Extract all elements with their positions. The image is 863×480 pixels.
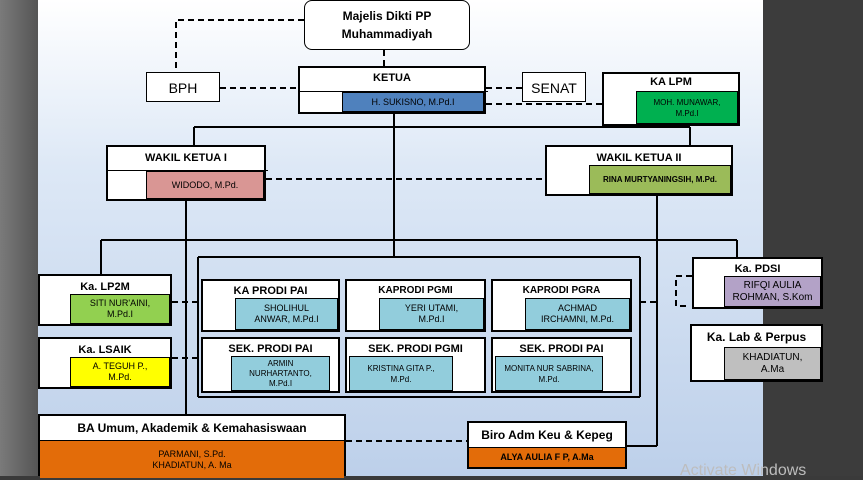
ka-lpm-title: KA LPM [650, 76, 692, 88]
sek-prodi-pai-name1: ARMIN [267, 358, 294, 368]
bph-box: BPH [146, 72, 220, 102]
pdsi-name1: RIFQI AULIA [743, 279, 802, 291]
ba-umum-box: BA Umum, Akademik & Kemahasiswaan PARMAN… [38, 414, 346, 478]
wakil-1-name: WIDODO, M.Pd. [146, 171, 264, 199]
kaprodi-pgra-name1: ACHMAD [557, 303, 597, 313]
ka-prodi-pai-name: SHOLIHUL ANWAR, M.Pd.I [235, 298, 338, 330]
sek-prodi-pai-2-box: SEK. PRODI PAI MONITA NUR SABRINA, M.Pd. [491, 337, 632, 393]
lsaik-box: Ka. LSAIK A. TEGUH P., M.Pd. [38, 337, 172, 389]
lsaik-name: A. TEGUH P., M.Pd. [70, 357, 170, 387]
majelis-box: Majelis Dikti PP Muhammadiyah [304, 0, 470, 50]
ba-umum-name2: KHADIATUN, A. Ma [152, 459, 232, 470]
ka-lpm-name1: MOH. MUNAWAR, [653, 97, 721, 107]
lab-perpus-box: Ka. Lab & Perpus KHADIATUN, A.Ma [690, 324, 823, 382]
wakil-2-name: RINA MURTYANINGSIH, M.Pd. [589, 165, 731, 194]
majelis-bph-dash [175, 19, 304, 72]
lab-perpus-name2: A.Ma [760, 363, 785, 375]
ka-prodi-pai-name1: SHOLIHUL [263, 303, 309, 313]
sek-prodi-pai-title: SEK. PRODI PAI [228, 343, 313, 355]
wakil-1-divider [108, 170, 268, 171]
wakil-2-name-text: RINA MURTYANINGSIH, M.Pd. [602, 175, 718, 184]
sek-prodi-pgmi-box: SEK. PRODI PGMI KRISTINA GITA P., M.Pd. [345, 337, 486, 393]
pdsi-box: Ka. PDSI RIFQI AULIA ROHMAN, S.Kom [692, 257, 823, 309]
sek-prodi-pgmi-name2: M.Pd. [390, 374, 412, 384]
sek-prodi-pai-name3: M.Pd.I [268, 378, 293, 388]
sek-prodi-pgmi-title: SEK. PRODI PGMI [368, 343, 463, 355]
ka-lpm-name: MOH. MUNAWAR, M.Pd.I [636, 91, 738, 124]
lsaik-title: Ka. LSAIK [78, 344, 132, 356]
ketua-name: H. SUKISNO, M.Pd.I [342, 92, 484, 112]
ba-umum-name: PARMANI, S.Pd. KHADIATUN, A. Ma [40, 440, 344, 478]
kaprodi-pgra-title: KAPRODI PGRA [522, 285, 601, 296]
kaprodi-pgmi-name: YERI UTAMI, M.Pd.I [379, 298, 484, 330]
senat-box: SENAT [522, 72, 586, 102]
lab-perpus-title: Ka. Lab & Perpus [706, 330, 807, 344]
ka-prodi-pai-name2: ANWAR, M.Pd.I [254, 314, 319, 324]
wakil-1-title: WAKIL KETUA I [145, 152, 227, 164]
majelis-line2: Muhammadiyah [341, 27, 433, 41]
sek-prodi-pai-name2: NURHARTANTO, [249, 368, 312, 378]
activate-windows-watermark: Activate Windows [680, 462, 807, 479]
lsaik-name2: M.Pd. [108, 372, 132, 382]
sek-prodi-pai-2-name: MONITA NUR SABRINA, M.Pd. [495, 356, 603, 391]
ka-lpm-box: KA LPM MOH. MUNAWAR, M.Pd.I [602, 72, 740, 126]
lsaik-name1: A. TEGUH P., [92, 361, 148, 371]
ka-prodi-pai-box: KA PRODI PAI SHOLIHUL ANWAR, M.Pd.I [201, 279, 340, 332]
sek-prodi-pai-2-name2: M.Pd. [538, 374, 560, 384]
biro-name: ALYA AULIA F P, A.Ma [469, 447, 625, 467]
kaprodi-pgmi-name1: YERI UTAMI, [404, 303, 459, 313]
ba-umum-title: BA Umum, Akademik & Kemahasiswaan [77, 421, 307, 435]
pdsi-title: Ka. PDSI [734, 263, 781, 275]
ba-umum-name1: PARMANI, S.Pd. [158, 448, 226, 459]
kaprodi-pgmi-box: KAPRODI PGMI YERI UTAMI, M.Pd.I [345, 279, 486, 332]
lp2m-name: SITI NUR'AINI, M.Pd.I [70, 294, 170, 324]
left-margin [0, 0, 38, 476]
kaprodi-pgra-name2: IRCHAMNI, M.Pd. [540, 314, 614, 324]
pdsi-name2: ROHMAN, S.Kom [732, 291, 813, 303]
ketua-title: KETUA [373, 72, 411, 84]
kaprodi-pgmi-name2: M.Pd.I [418, 314, 445, 324]
biro-title: Biro Adm Keu & Kepeg [481, 428, 613, 442]
kaprodi-pgmi-title: KAPRODI PGMI [378, 285, 453, 296]
biro-name-text: ALYA AULIA F P, A.Ma [500, 452, 594, 462]
sek-prodi-pai-2-title: SEK. PRODI PAI [519, 343, 604, 355]
pdsi-name: RIFQI AULIA ROHMAN, S.Kom [724, 276, 821, 307]
kaprodi-pgra-box: KAPRODI PGRA ACHMAD IRCHAMNI, M.Pd. [491, 279, 632, 332]
ka-lpm-name2: M.Pd.I [675, 108, 699, 118]
pdsi-dash [675, 275, 692, 307]
sek-prodi-pai-box: SEK. PRODI PAI ARMIN NURHARTANTO, M.Pd.I [201, 337, 340, 393]
sek-prodi-pgmi-name: KRISTINA GITA P., M.Pd. [349, 356, 453, 391]
wakil-1-name-text: WIDODO, M.Pd. [171, 179, 239, 190]
ketua-box: KETUA H. SUKISNO, M.Pd.I [298, 66, 488, 114]
right-margin [763, 0, 863, 476]
wakil-2-title: WAKIL KETUA II [596, 152, 682, 164]
ka-prodi-pai-title: KA PRODI PAI [233, 285, 308, 297]
ketua-divider [300, 91, 488, 92]
majelis-line1: Majelis Dikti PP [342, 9, 432, 23]
wakil-ketua-1-box: WAKIL KETUA I WIDODO, M.Pd. [106, 145, 268, 201]
lab-perpus-name: KHADIATUN, A.Ma [724, 347, 821, 380]
lp2m-name1: SITI NUR'AINI, [89, 298, 151, 308]
ketua-name-text: H. SUKISNO, M.Pd.I [371, 96, 455, 107]
lp2m-name2: M.Pd.I [106, 309, 133, 319]
kaprodi-pgra-name: ACHMAD IRCHAMNI, M.Pd. [525, 298, 630, 330]
wakil-ketua-2-box: WAKIL KETUA II RINA MURTYANINGSIH, M.Pd. [545, 145, 733, 196]
sek-prodi-pai-2-name1: MONITA NUR SABRINA, [504, 363, 594, 373]
lab-perpus-name1: KHADIATUN, [742, 351, 803, 363]
lp2m-title: Ka. LP2M [80, 281, 130, 293]
sek-prodi-pgmi-name1: KRISTINA GITA P., [367, 363, 435, 373]
lp2m-box: Ka. LP2M SITI NUR'AINI, M.Pd.I [38, 274, 172, 326]
biro-box: Biro Adm Keu & Kepeg ALYA AULIA F P, A.M… [467, 421, 627, 469]
sek-prodi-pai-name: ARMIN NURHARTANTO, M.Pd.I [231, 356, 330, 391]
